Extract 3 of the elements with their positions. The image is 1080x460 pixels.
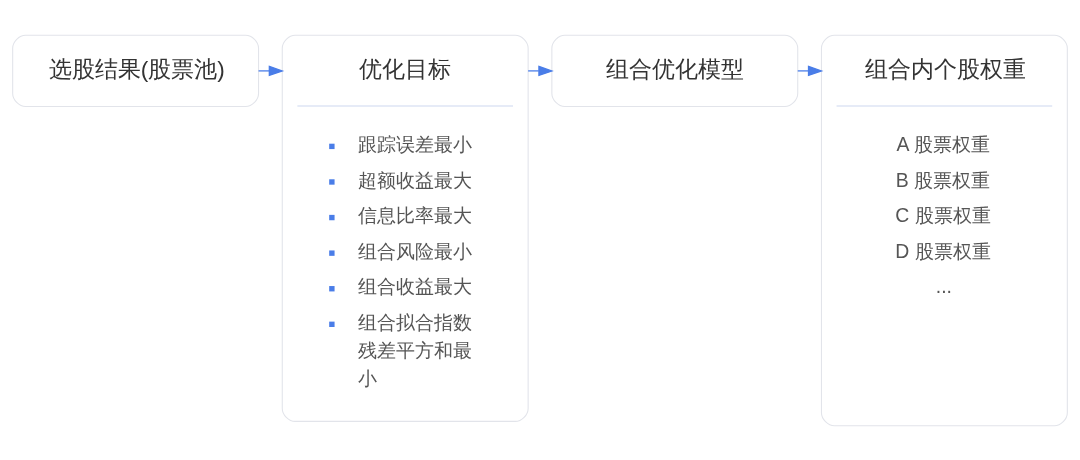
arrow (797, 64, 824, 76)
arrow (527, 64, 554, 76)
arrow (257, 64, 285, 76)
